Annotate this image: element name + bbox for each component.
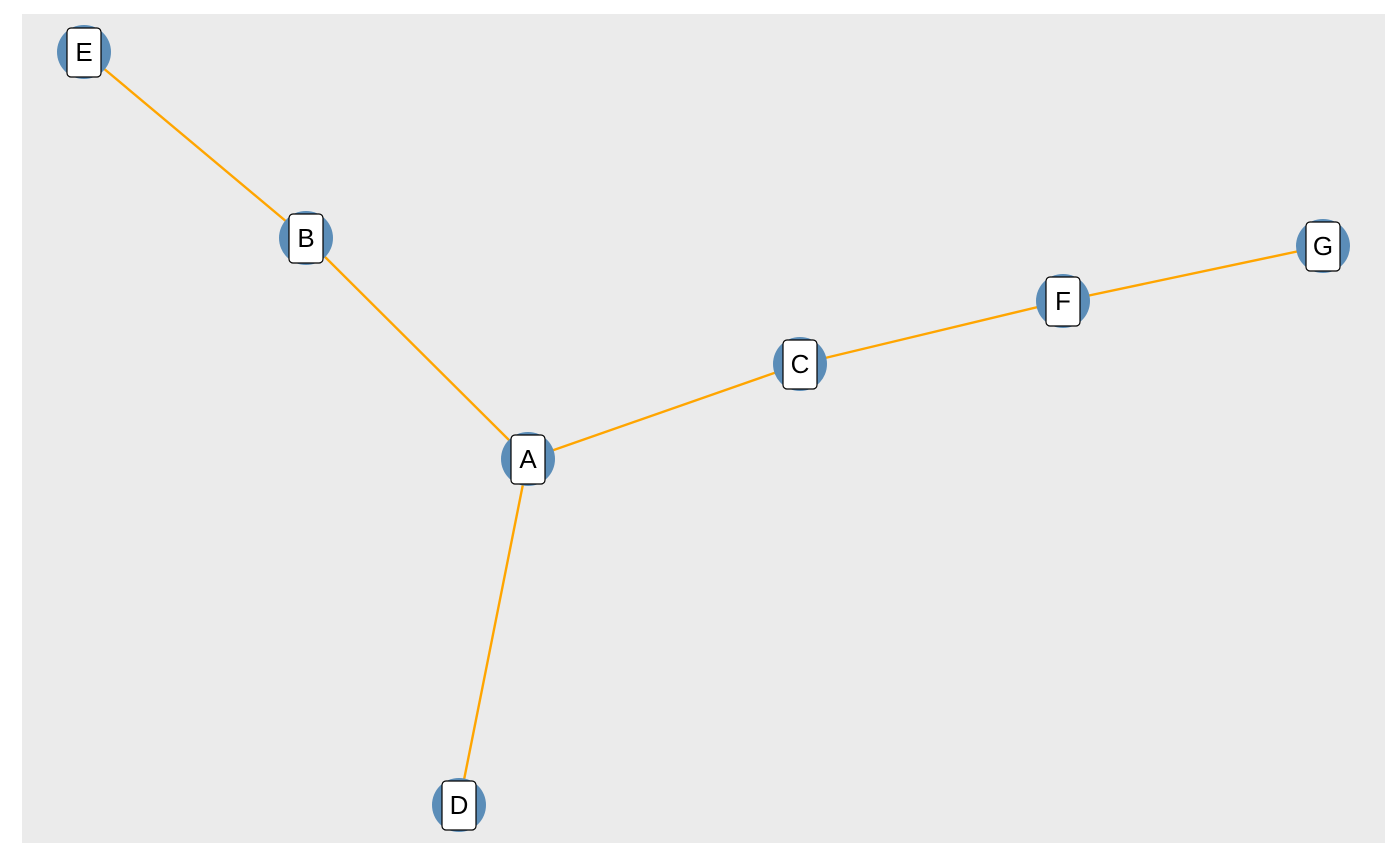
node-label-box: [441, 780, 477, 831]
node-e: E: [57, 25, 111, 79]
node-label: E: [75, 37, 92, 67]
node-label-box: [782, 339, 818, 390]
node-label-box: [1305, 221, 1341, 272]
edge-b-a: [305, 237, 529, 460]
node-label-box: [510, 434, 546, 485]
edge-f-g: [1062, 244, 1324, 303]
node-d: D: [432, 778, 486, 832]
node-b: B: [279, 211, 333, 265]
node-label-box: [288, 213, 324, 264]
edges-layer: [83, 51, 1324, 806]
node-label: C: [791, 349, 810, 379]
edge-c-f: [799, 299, 1064, 366]
node-label: D: [450, 790, 469, 820]
plot-panel: [22, 14, 1385, 843]
node-label-box: [66, 27, 102, 78]
node-label: G: [1313, 231, 1333, 261]
node-g: G: [1296, 219, 1350, 273]
edge-e-b: [83, 51, 307, 239]
node-c: C: [773, 337, 827, 391]
node-label-box: [1045, 276, 1081, 327]
edge-a-c: [527, 362, 801, 461]
node-label: F: [1055, 286, 1071, 316]
node-f: F: [1036, 274, 1090, 328]
node-label: A: [519, 444, 537, 474]
node-label: B: [297, 223, 314, 253]
node-a: A: [501, 432, 555, 486]
nodes-layer: A B C D E F G: [57, 25, 1350, 832]
edge-a-d: [457, 458, 530, 806]
